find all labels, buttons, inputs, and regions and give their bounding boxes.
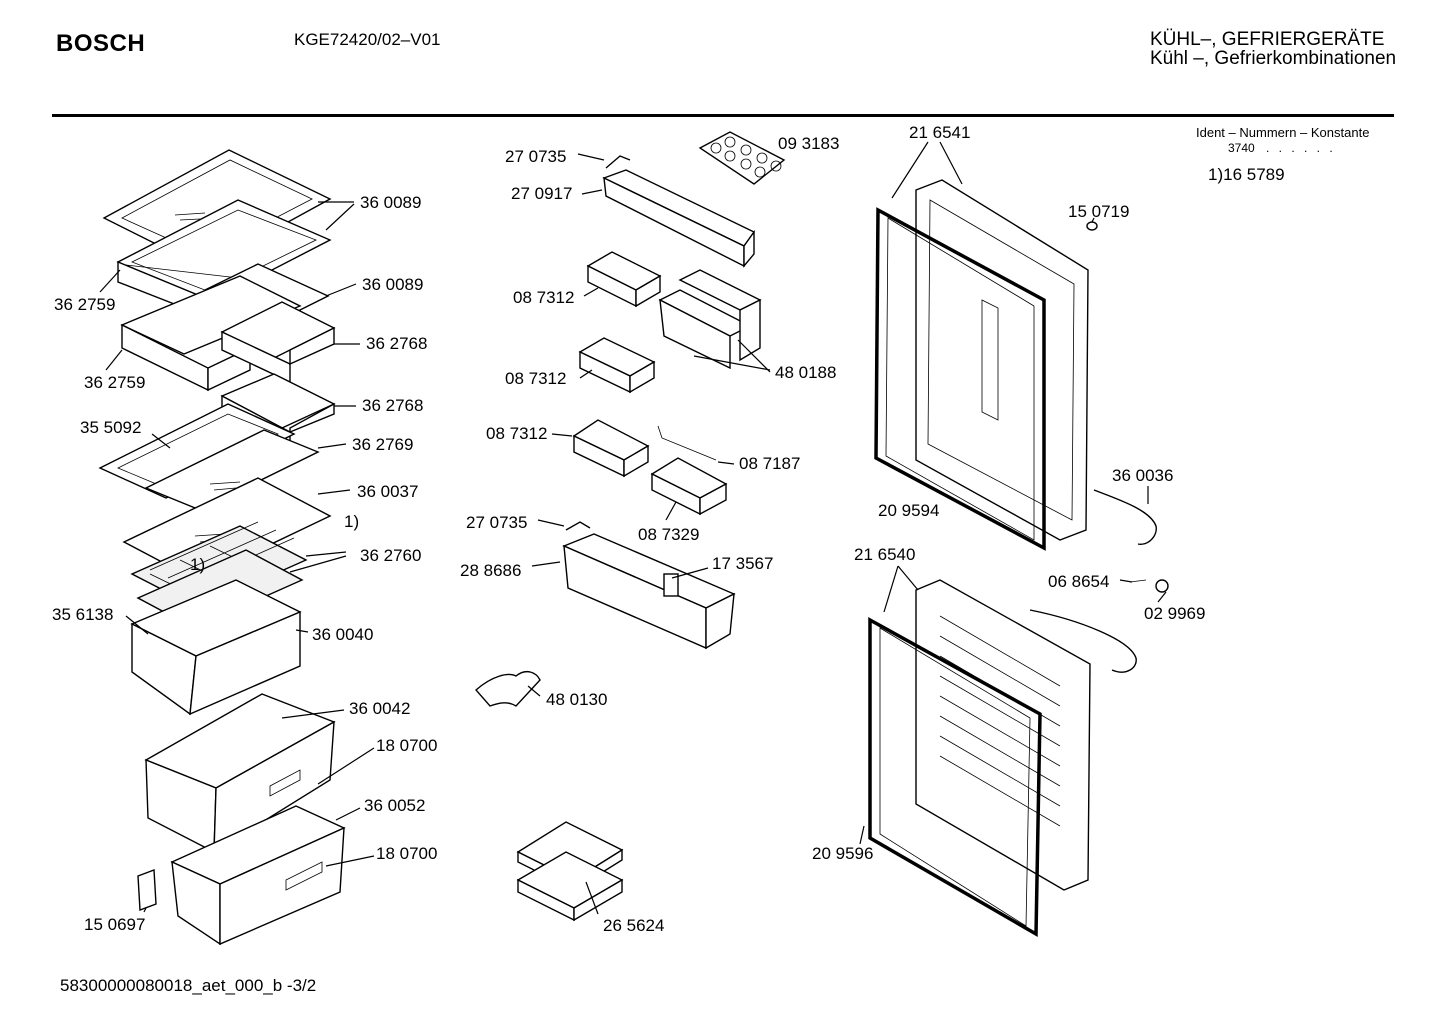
part-label-362759-b: 36 2759 [84, 373, 146, 392]
lower-door-gasket [868, 617, 1042, 938]
part-label-360089-a: 36 0089 [360, 193, 422, 212]
egg-tray [698, 131, 786, 185]
upper-door-cutout [981, 299, 999, 421]
sheet-480130 [475, 670, 541, 707]
part-label-093183: 09 3183 [778, 134, 840, 153]
document-id: 58300000080018_aet_000_b -3/2 [60, 976, 317, 995]
part-label-288686: 28 8686 [460, 561, 522, 580]
cap-150719 [1086, 221, 1098, 231]
ident-dots: . . . . . . [1266, 141, 1336, 155]
handle-lower [1029, 609, 1137, 673]
part-label-362768-b: 36 2768 [362, 396, 424, 415]
part-label-150697: 15 0697 [84, 915, 146, 934]
door-bin-2 [578, 337, 656, 394]
lower-door-panel [915, 579, 1091, 891]
part-label-480188: 48 0188 [775, 363, 837, 382]
part-label-265624: 26 5624 [603, 916, 665, 935]
cold-pack-2 [516, 851, 624, 922]
upper-door-panel [915, 179, 1089, 541]
door-bin-1 [586, 251, 662, 308]
part-label-087329: 08 7329 [638, 525, 700, 544]
part-label-480130: 48 0130 [546, 690, 608, 709]
part-label-209594: 20 9594 [878, 501, 940, 520]
part-label-356138: 35 6138 [52, 605, 114, 624]
part-label-355092: 35 5092 [80, 418, 142, 437]
part-label-180700-a: 18 0700 [376, 736, 438, 755]
ident-code: 3740 [1228, 141, 1255, 155]
part-label-087312-a: 08 7312 [513, 288, 575, 307]
ident-title: Ident – Nummern – Konstante [1196, 125, 1370, 140]
category-subtitle: Kühl –, Gefrierkombinationen [1150, 48, 1397, 69]
part-label-029969: 02 9969 [1144, 604, 1206, 623]
part-label-087187: 08 7187 [739, 454, 801, 473]
note-label-1-a: 1) [344, 512, 360, 531]
part-label-360089-b: 36 0089 [362, 275, 424, 294]
part-label-362769: 36 2769 [352, 435, 414, 454]
brand-logo: BOSCH [56, 30, 146, 57]
header-divider [52, 114, 1394, 117]
part-label-150719: 15 0719 [1068, 202, 1130, 221]
part-label-087312-c: 08 7312 [486, 424, 548, 443]
part-label-180700-b: 18 0700 [376, 844, 438, 863]
door-bin-3 [572, 419, 650, 478]
model-number: KGE72420/02–V01 [294, 30, 441, 49]
part-label-360042: 36 0042 [349, 699, 411, 718]
part-label-270735-a: 27 0735 [505, 147, 567, 166]
part-label-360037: 36 0037 [357, 482, 419, 501]
leader-lines [99, 141, 1167, 915]
door-bin-4 [650, 457, 728, 516]
vegetable-drawer-2 [170, 805, 346, 946]
upper-door-gasket [874, 207, 1046, 551]
ident-note: 1)16 5789 [1208, 165, 1285, 184]
part-label-270735-b: 27 0735 [466, 513, 528, 532]
category-title: KÜHL–, GEFRIERGERÄTE [1150, 29, 1385, 50]
freezer-drawer [130, 579, 302, 716]
part-label-362759-a: 36 2759 [54, 295, 116, 314]
bottle-rail-top [602, 155, 756, 268]
part-label-216540: 21 6540 [854, 545, 916, 564]
part-label-087312-b: 08 7312 [505, 369, 567, 388]
handle-360036 [1093, 489, 1157, 545]
clip-150697 [137, 869, 157, 911]
part-label-209596: 20 9596 [812, 844, 874, 863]
part-label-216541: 21 6541 [909, 123, 971, 142]
glass-shelf-2 [144, 429, 320, 511]
part-label-360040: 36 0040 [312, 625, 374, 644]
part-label-270917: 27 0917 [511, 184, 573, 203]
part-label-360036: 36 0036 [1112, 466, 1174, 485]
bottle-bin-lower [562, 521, 736, 650]
part-label-360052: 36 0052 [364, 796, 426, 815]
small-box-1 [220, 301, 336, 384]
note-label-1-b: 1) [190, 555, 206, 574]
wire-087187 [657, 425, 717, 461]
part-label-362768-a: 36 2768 [366, 334, 428, 353]
part-label-068654: 06 8654 [1048, 572, 1110, 591]
screw-068654 [1129, 579, 1169, 593]
part-label-362760: 36 2760 [360, 546, 422, 565]
holder-480188 [658, 269, 762, 370]
shelf-frame-3 [98, 403, 296, 499]
part-label-173567: 17 3567 [712, 554, 774, 573]
